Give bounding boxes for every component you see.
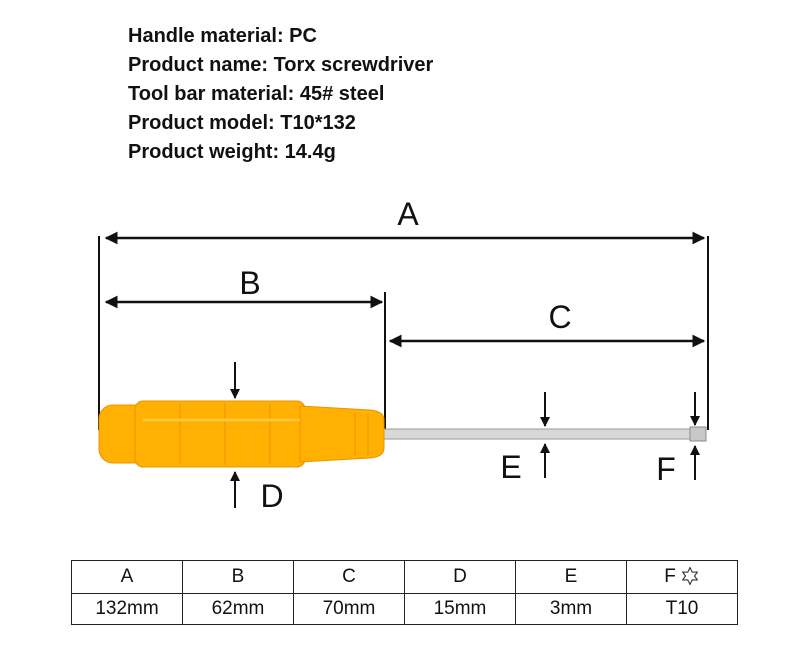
table-header-cell: A	[71, 560, 183, 594]
label-c: C	[548, 299, 571, 335]
label-d: D	[260, 478, 283, 514]
spec-product-model: Product model: T10*132	[128, 112, 356, 134]
table-header-cell: C	[293, 560, 405, 594]
label-f: F	[656, 451, 676, 487]
label-b: B	[239, 265, 260, 301]
table-value-cell: 70mm	[293, 593, 405, 625]
screwdriver-shaft	[381, 428, 707, 440]
screwdriver-tip	[689, 426, 707, 442]
table-value-cell: 132mm	[71, 593, 183, 625]
screwdriver-illustration	[98, 400, 707, 468]
table-value-cell: T10	[626, 593, 738, 625]
spec-tool-bar-material: Tool bar material: 45# steel	[128, 83, 385, 105]
dimension-table: A B C D E F 132mm 62mm 70mm 15mm 3mm T10	[71, 560, 738, 625]
table-value-row: 132mm 62mm 70mm 15mm 3mm T10	[71, 593, 738, 625]
table-header-row: A B C D E F	[71, 560, 738, 594]
handle-grip	[134, 400, 306, 468]
table-header-cell: B	[182, 560, 294, 594]
table-value-cell: 62mm	[182, 593, 294, 625]
table-header-cell-f: F	[626, 560, 738, 594]
handle-neck	[299, 405, 385, 463]
spec-product-weight: Product weight: 14.4g	[128, 141, 336, 163]
table-value-cell: 3mm	[515, 593, 627, 625]
table-header-cell: D	[404, 560, 516, 594]
table-header-f-label: F	[664, 566, 676, 587]
torx-star-icon	[681, 566, 698, 586]
spec-list: Handle material: PC Product name: Torx s…	[128, 22, 433, 167]
label-a: A	[397, 196, 419, 232]
spec-product-name: Product name: Torx screwdriver	[128, 54, 434, 76]
table-header-cell: E	[515, 560, 627, 594]
label-e: E	[500, 449, 521, 485]
dimension-diagram: A B C D E F	[98, 196, 709, 514]
table-value-cell: 15mm	[404, 593, 516, 625]
spec-handle-material: Handle material: PC	[128, 25, 317, 47]
